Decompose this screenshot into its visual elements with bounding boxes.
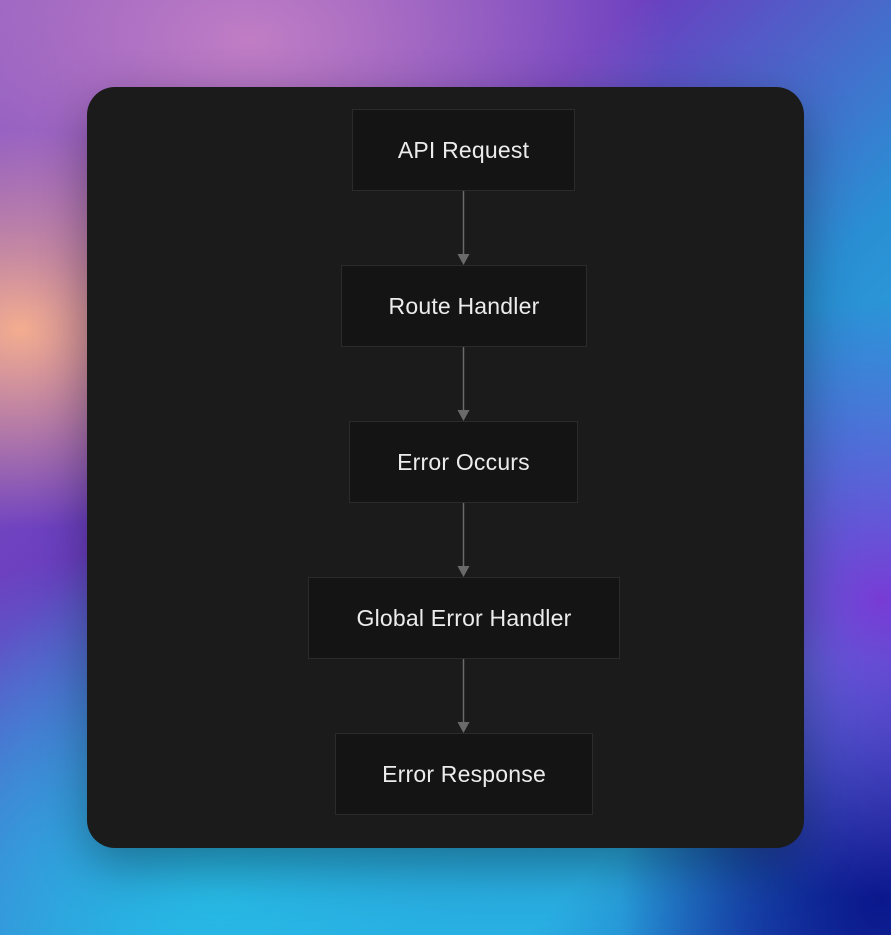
node-label: Route Handler [388,292,540,319]
node-api-request: API Request [352,109,575,191]
diagram-panel: API Request Route Handler Error Occurs G… [87,87,804,848]
edge-route-handler-to-error-occurs [457,346,470,421]
edge-api-request-to-route-handler [457,190,470,265]
node-error-occurs: Error Occurs [349,421,578,503]
node-error-response: Error Response [335,733,593,815]
edge-error-occurs-to-global-error-handler [457,502,470,577]
node-global-error-handler: Global Error Handler [308,577,620,659]
node-route-handler: Route Handler [341,265,587,347]
node-label: Error Occurs [397,448,530,475]
edge-global-error-handler-to-error-response [457,658,470,733]
node-label: Global Error Handler [356,604,572,631]
node-label: API Request [397,136,530,163]
node-label: Error Response [382,760,546,787]
